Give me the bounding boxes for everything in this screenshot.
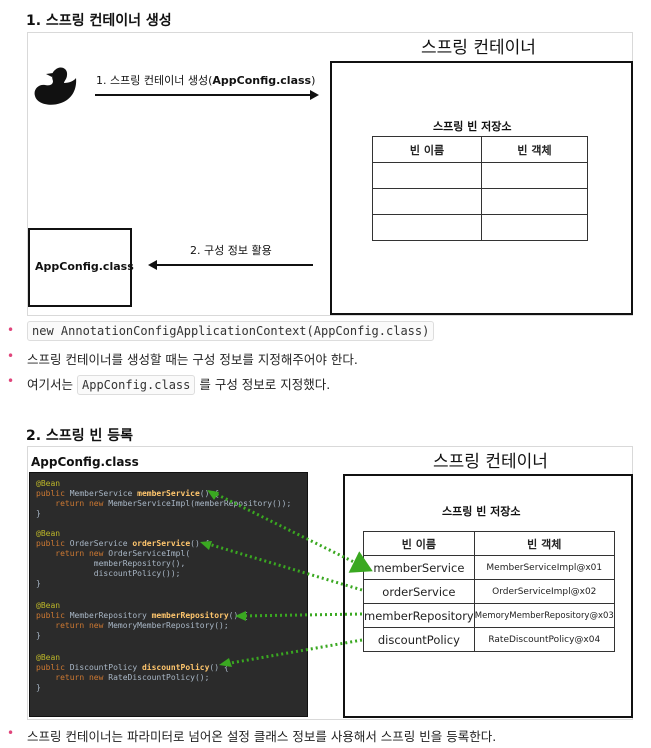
arrow-right-icon	[95, 90, 319, 100]
table-row: discountPolicy RateDiscountPolicy@x04	[363, 627, 615, 652]
code-line: @Bean	[36, 529, 61, 538]
table-header-name: 빈 이름	[363, 531, 475, 556]
arrowhead	[200, 541, 212, 550]
arrow-left-icon	[148, 260, 313, 270]
section1-heading: 1. 스프링 컨테이너 생성	[26, 13, 172, 29]
bullet-dot: •	[7, 726, 15, 740]
inline-code: new AnnotationConfigApplicationContext(A…	[27, 321, 435, 341]
appconfig-label: AppConfig.class	[35, 260, 134, 273]
code-line: }	[36, 683, 41, 692]
inline-code: AppConfig.class	[77, 375, 196, 395]
appconfig-title: AppConfig.class	[31, 455, 139, 469]
arrowhead	[219, 658, 232, 667]
arrow-order-service	[204, 541, 363, 592]
bullet-text-line: • 스프링 컨테이너를 생성할 때는 구성 정보를 지정해주어야 한다.	[7, 349, 358, 367]
section1-container-title: 스프링 컨테이너	[421, 38, 536, 58]
bullet-dot: •	[7, 349, 15, 363]
code-line: return new OrderServiceImpl(	[36, 549, 191, 558]
code-line: memberRepository(),	[36, 559, 186, 568]
bullet-registration: • 스프링 컨테이너는 파라미터로 넘어온 설정 클래스 정보를 사용해서 스프…	[7, 726, 497, 744]
code-line: }	[36, 579, 41, 588]
table-row	[372, 188, 588, 215]
table-header-object: 빈 객체	[481, 136, 588, 163]
bean-store-table: 빈 이름 빈 객체	[372, 136, 588, 241]
bullet-code-line: • new AnnotationConfigApplicationContext…	[7, 321, 435, 341]
arrow-discount-policy	[224, 638, 363, 666]
arrow-member-repository	[239, 612, 363, 618]
arrowhead	[235, 611, 246, 621]
code-line: }	[36, 509, 41, 518]
bullet-mixed-line: • 여기서는 AppConfig.class 를 구성 정보로 지정했다.	[7, 374, 330, 395]
code-editor: @Bean public MemberService memberService…	[29, 472, 308, 717]
arrowhead	[207, 490, 219, 500]
bullet-dot: •	[7, 374, 15, 388]
bullet-dot: •	[7, 323, 15, 337]
bean-store-table-2: 빈 이름 빈 객체 memberService MemberServiceImp…	[363, 531, 615, 652]
table-header-object: 빈 객체	[473, 531, 615, 556]
table-row: memberService MemberServiceImpl@x01	[363, 555, 615, 580]
code-line: @Bean	[36, 601, 61, 610]
code-line: }	[36, 631, 41, 640]
bean-store-title: 스프링 빈 저장소	[433, 120, 512, 133]
code-line: return new MemberServiceImpl(memberRepos…	[36, 499, 292, 508]
duck-icon	[34, 67, 77, 105]
table-header-name: 빈 이름	[372, 136, 482, 163]
code-line: public DiscountPolicy discountPolicy() {	[36, 663, 229, 672]
table-row	[372, 162, 588, 189]
arrow-member-service	[211, 490, 373, 573]
code-line: return new RateDiscountPolicy();	[36, 673, 210, 682]
bean-store-title-2: 스프링 빈 저장소	[442, 505, 521, 518]
section2-heading: 2. 스프링 빈 등록	[26, 428, 133, 444]
code-line: @Bean	[36, 653, 61, 662]
appconfig-box	[28, 228, 132, 307]
arrow1-label: 1. 스프링 컨테이너 생성(AppConfig.class)	[96, 74, 316, 87]
table-row: memberRepository MemoryMemberRepository@…	[363, 603, 615, 628]
code-line: discountPolicy());	[36, 569, 181, 578]
table-row: orderService OrderServiceImpl@x02	[363, 579, 615, 604]
section2-container-title: 스프링 컨테이너	[433, 452, 548, 472]
code-line: @Bean	[36, 479, 61, 488]
arrow2-label: 2. 구성 정보 활용	[190, 244, 272, 257]
code-line: return new MemoryMemberRepository();	[36, 621, 229, 630]
table-row	[372, 214, 588, 241]
